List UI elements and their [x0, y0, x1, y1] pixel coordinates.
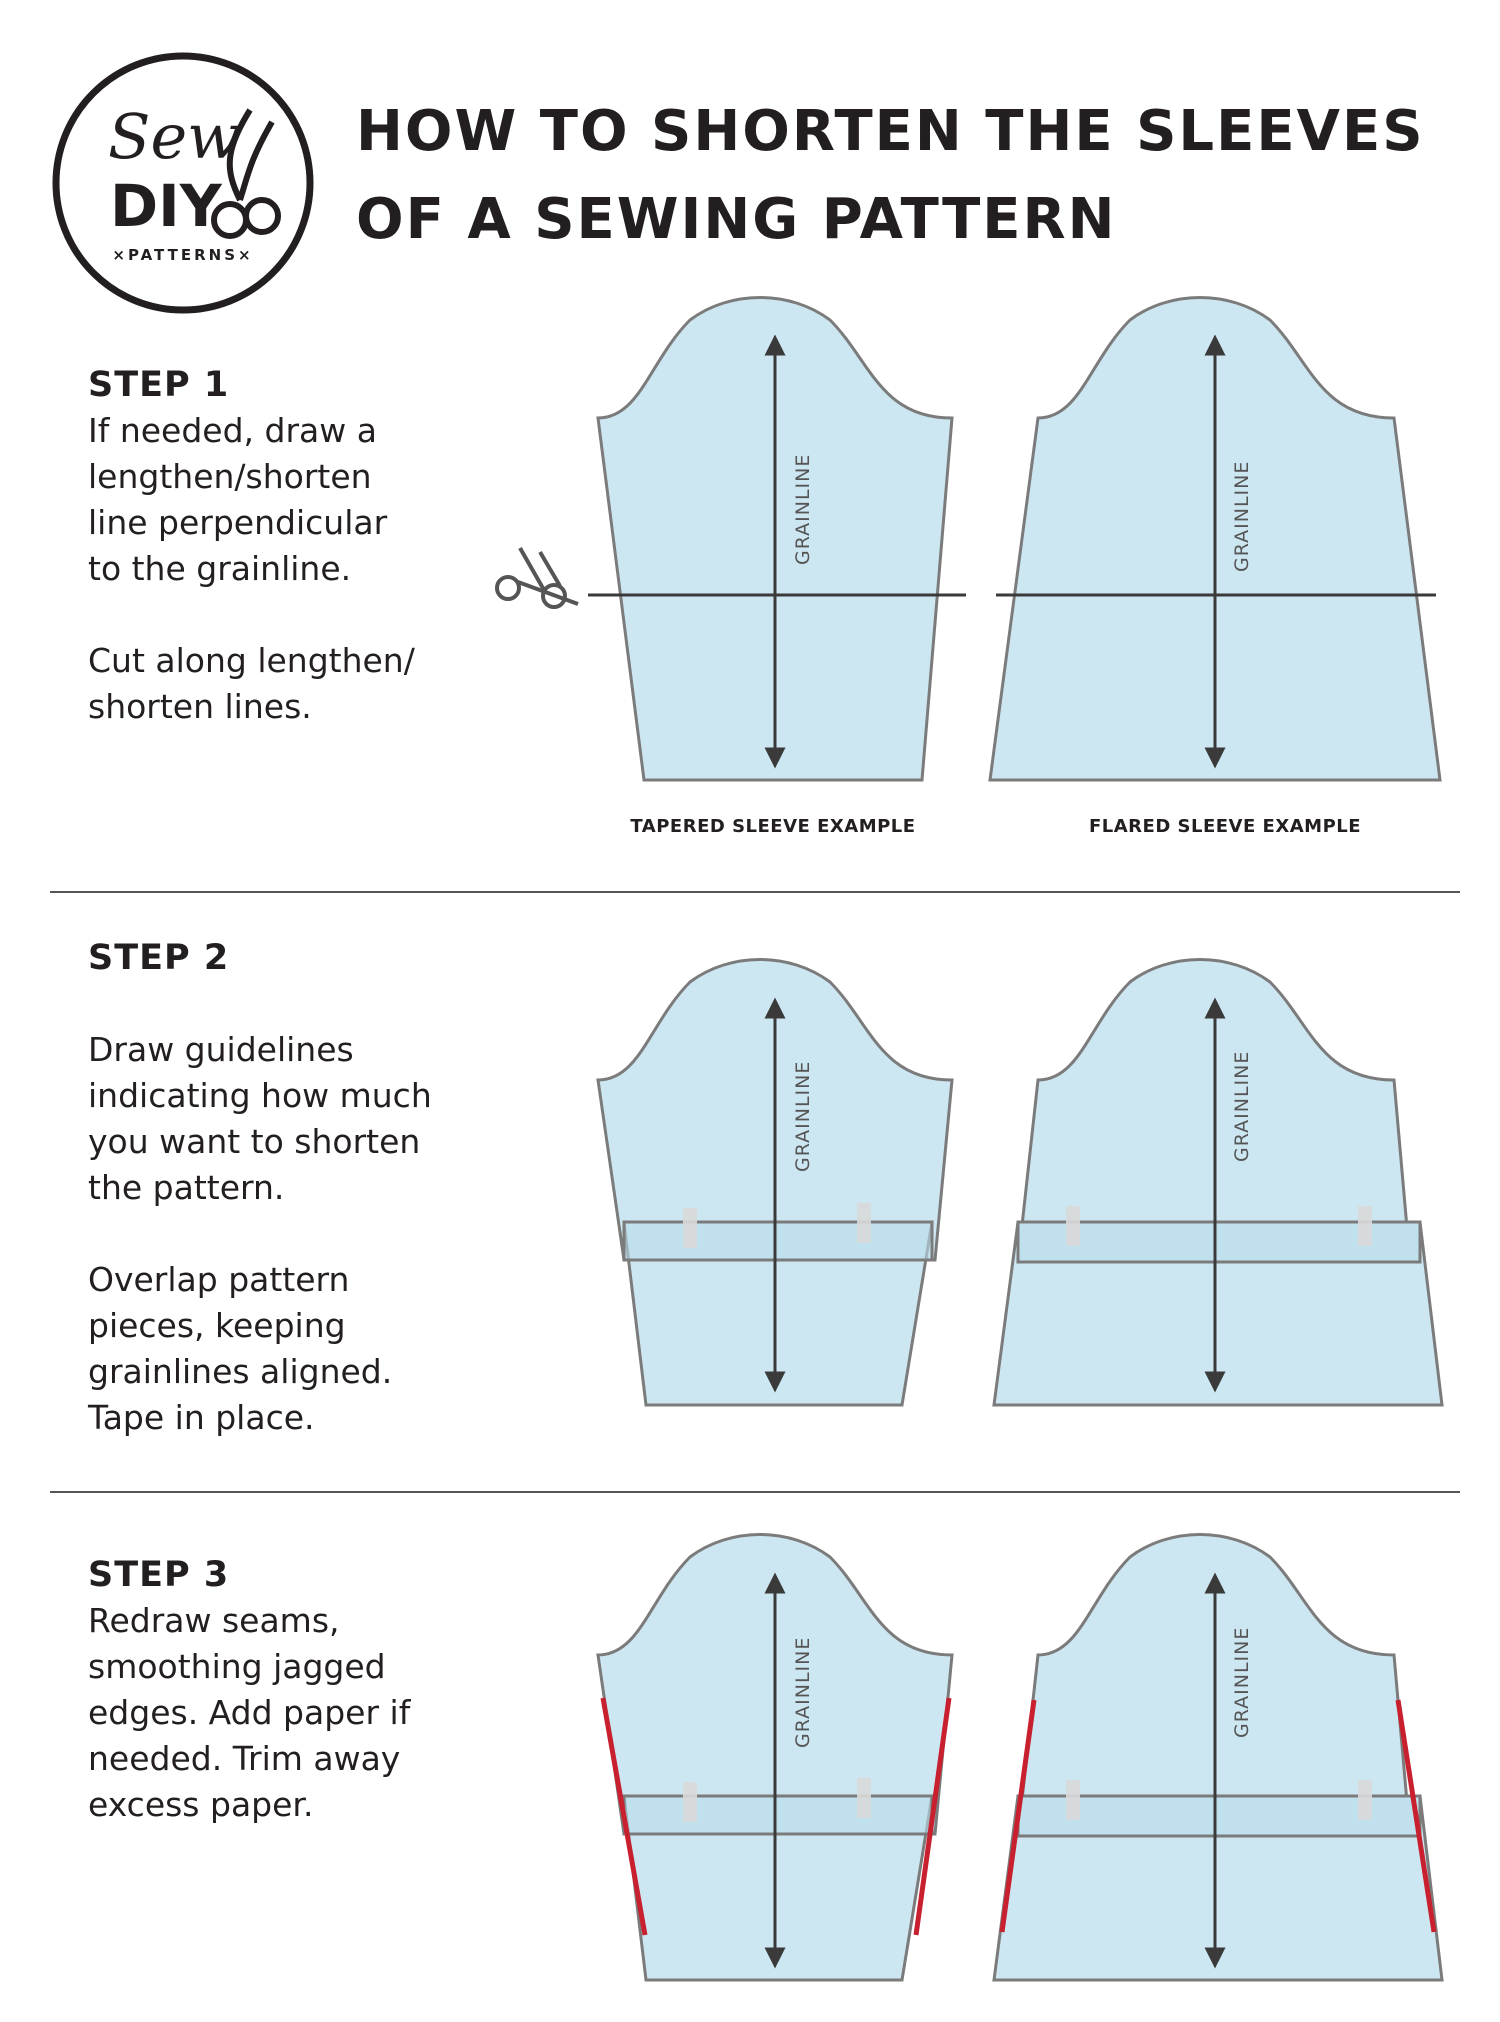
grainline-label: GRAINLINE [1231, 461, 1253, 572]
step-1-instruction: If needed, draw a lengthen/shorten line … [88, 411, 388, 588]
step-1-tapered-sleeve: GRAINLINE [588, 296, 966, 782]
tape-piece [1358, 1206, 1372, 1246]
step-2-flared-sleeve: GRAINLINE [992, 958, 1444, 1407]
tape-piece [857, 1778, 871, 1818]
caption-flared: FLARED SLEEVE EXAMPLE [1089, 816, 1361, 837]
step-2-instruction: Draw guidelines indicating how much you … [88, 1030, 432, 1207]
caption-tapered: TAPERED SLEEVE EXAMPLE [630, 816, 915, 837]
grainline-label: GRAINLINE [1231, 1051, 1253, 1162]
divider-2 [50, 1491, 1460, 1493]
grainline-label: GRAINLINE [1231, 1627, 1253, 1738]
grainline-label: GRAINLINE [792, 454, 814, 565]
grainline-label: GRAINLINE [792, 1061, 814, 1172]
step-3-instruction: Redraw seams, smoothing jagged edges. Ad… [88, 1601, 411, 1824]
logo-diy-text: DIY [110, 172, 223, 240]
step-3-tapered-sleeve: GRAINLINE [596, 1533, 954, 1982]
redrawn-seam-right [1395, 1699, 1437, 1933]
title-line-1: HOW TO SHORTEN THE SLEEVES [356, 99, 1425, 164]
step-2-tapered-sleeve: GRAINLINE [596, 958, 954, 1407]
step-2-label: STEP 2 [88, 938, 230, 978]
grainline-label: GRAINLINE [792, 1637, 814, 1748]
redrawn-seam-left [999, 1699, 1037, 1933]
redrawn-seam-left [600, 1697, 648, 1936]
sew-diy-logo: Sew DIY ×PATTERNS× [52, 52, 314, 314]
tape-piece [683, 1208, 697, 1248]
tape-piece [683, 1782, 697, 1822]
divider-1 [50, 891, 1460, 893]
title-line-2: OF A SEWING PATTERN [356, 187, 1117, 252]
step-3-flared-sleeve: GRAINLINE [992, 1533, 1444, 1982]
step-1-text: STEP 1 If needed, draw a lengthen/shorte… [88, 362, 548, 730]
tape-piece [1358, 1780, 1372, 1820]
tape-piece [1066, 1206, 1080, 1246]
step-3-text: STEP 3 Redraw seams, smoothing jagged ed… [88, 1552, 548, 1828]
step-1-label: STEP 1 [88, 365, 230, 405]
step-1-cut-instruction: Cut along lengthen/ shorten lines. [88, 641, 415, 726]
logo-script-text: Sew [108, 100, 240, 173]
tape-piece [857, 1203, 871, 1243]
logo-scissors-icon [211, 108, 281, 239]
scissors-icon [495, 547, 579, 609]
tape-piece [1066, 1780, 1080, 1820]
step-2-text: STEP 2 Draw guidelines indicating how mu… [88, 935, 548, 1441]
page-title: HOW TO SHORTEN THE SLEEVES OF A SEWING P… [356, 88, 1425, 264]
logo-patterns-text: ×PATTERNS× [112, 246, 253, 264]
step-1-flared-sleeve: GRAINLINE [988, 296, 1442, 782]
redrawn-seam-right [913, 1697, 952, 1936]
step-3-label: STEP 3 [88, 1555, 230, 1595]
step-2-overlap-instruction: Overlap pattern pieces, keeping grainlin… [88, 1260, 393, 1437]
